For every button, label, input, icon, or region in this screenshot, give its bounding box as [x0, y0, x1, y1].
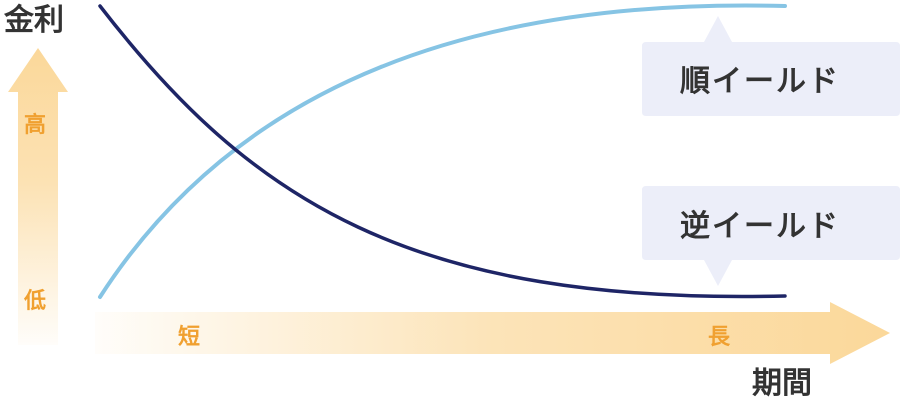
normal-yield-label: 順イールド [680, 64, 840, 99]
y-axis-high-label: 高 [24, 112, 46, 138]
x-axis-arrow [95, 302, 890, 364]
x-axis-short-label: 短 [178, 325, 200, 350]
x-axis-long-label: 長 [708, 325, 731, 350]
y-axis-arrow [8, 48, 68, 345]
normal-yield-curve [98, 3, 787, 299]
y-axis-title: 金利 [3, 3, 64, 38]
inverted-yield-curve [98, 4, 787, 299]
inverted-yield-callout-bubble [642, 186, 900, 286]
x-axis-title: 期間 [752, 366, 812, 400]
inverted-yield-callout: 逆イールド [642, 186, 900, 286]
inverted-yield-label: 逆イールド [680, 209, 840, 244]
normal-yield-callout-bubble [642, 16, 900, 116]
normal-yield-callout: 順イールド [642, 16, 900, 116]
y-axis-low-label: 低 [23, 289, 46, 314]
